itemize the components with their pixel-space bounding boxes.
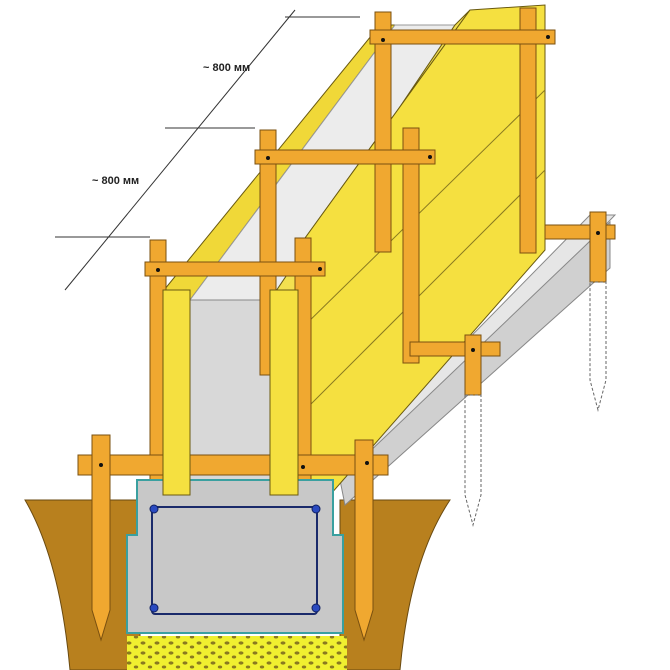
rebar-cage [151, 506, 318, 615]
concrete-wall-front [189, 299, 271, 481]
nail-icons [99, 35, 600, 469]
formwork-board-left-front [162, 289, 191, 496]
dimension-label-lower: ~ 800 мм [92, 175, 140, 187]
dimension-label-upper: ~ 800 мм [203, 62, 251, 74]
gravel-bed [127, 636, 347, 670]
formwork-board-right-front [269, 289, 299, 496]
stake-underground-outlines [464, 281, 607, 527]
dimension-lines [55, 9, 360, 291]
concrete-footing [126, 479, 344, 634]
rebar-bars [149, 504, 321, 613]
wooden-frames [77, 7, 616, 642]
